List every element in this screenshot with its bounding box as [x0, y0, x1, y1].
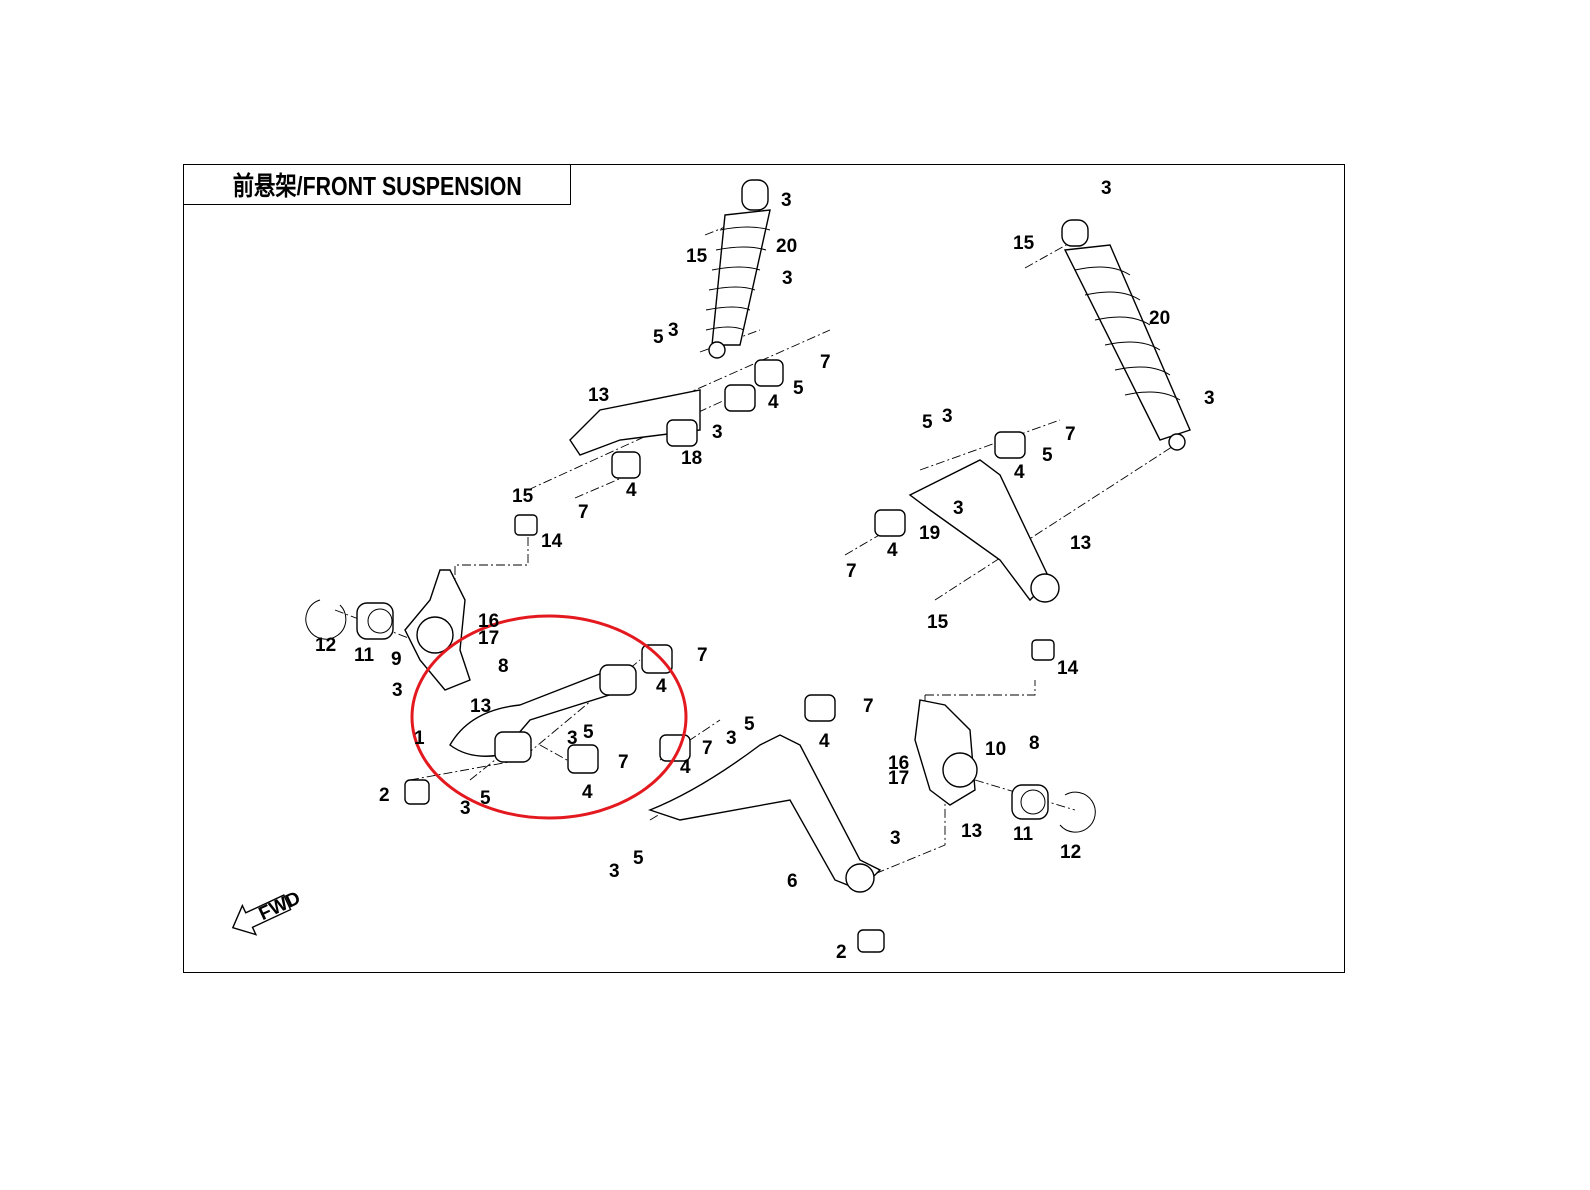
callout-number: 4 — [582, 782, 593, 803]
callout-number: 3 — [726, 728, 737, 749]
callout-number: 12 — [1060, 842, 1081, 863]
callout-number: 15 — [512, 486, 534, 507]
callout-number: 2 — [379, 785, 390, 806]
steering-knuckle-right — [914, 699, 976, 806]
callout-number: 3 — [609, 861, 620, 882]
callout-number: 3 — [712, 422, 723, 443]
callout-number: 10 — [985, 739, 1006, 760]
callout-number: 20 — [1149, 308, 1170, 329]
callout-number: 5 — [653, 327, 664, 348]
callout-number: 7 — [578, 502, 589, 523]
callout-number: 12 — [315, 635, 336, 656]
callout-number: 5 — [480, 788, 491, 809]
callout-number: 3 — [567, 728, 578, 749]
callout-number: 17 — [888, 768, 909, 789]
callout-number: 3 — [392, 680, 403, 701]
callout-number: 5 — [793, 378, 804, 399]
callout-number: 4 — [887, 540, 898, 561]
callout-number: 4 — [680, 757, 691, 778]
title-box: 前悬架/FRONT SUSPENSION — [183, 164, 571, 205]
shock-absorber-right — [1061, 219, 1191, 451]
callout-number: 7 — [846, 561, 857, 582]
wheel-bearing-left — [356, 602, 394, 640]
callout-number: 14 — [1057, 658, 1079, 679]
fwd-arrow: FWD — [231, 888, 304, 936]
callout-number: 15 — [927, 612, 949, 633]
callout-number: 17 — [478, 628, 499, 649]
callout-number: 15 — [686, 246, 708, 267]
callout-number: 7 — [702, 738, 713, 759]
callout-number: 3 — [1204, 388, 1215, 409]
callout-number: 5 — [633, 848, 644, 869]
highlight-circle — [410, 614, 688, 820]
upper-a-arm-left — [569, 389, 701, 456]
bushing-18 — [666, 419, 698, 447]
callout-number: 1 — [414, 728, 425, 749]
callout-number: 16 — [478, 611, 499, 632]
callout-number: 3 — [782, 268, 793, 289]
fwd-label: FWD — [256, 888, 304, 925]
callout-number: 5 — [1042, 445, 1053, 466]
callout-number: 8 — [498, 656, 509, 677]
callout-number: 16 — [888, 753, 909, 774]
callout-number: 11 — [1013, 824, 1034, 845]
callout-number: 9 — [391, 649, 402, 670]
callout-number: 5 — [744, 714, 755, 735]
callout-number: 2 — [836, 942, 847, 963]
callout-number: 3 — [890, 828, 901, 849]
callout-number: 3 — [953, 498, 964, 519]
callout-number: 13 — [588, 385, 609, 406]
callout-number: 11 — [354, 645, 375, 666]
callout-number: 7 — [1065, 424, 1076, 445]
callout-number: 19 — [919, 523, 940, 544]
callout-number: 7 — [820, 352, 831, 373]
ball-joint-14 — [514, 514, 538, 536]
callout-number: 7 — [697, 645, 708, 666]
diagram-frame — [183, 164, 1345, 973]
callout-number: 5 — [922, 412, 933, 433]
callout-number: 15 — [1013, 233, 1035, 254]
callout-number: 14 — [541, 531, 563, 552]
callout-number: 4 — [768, 392, 779, 413]
callout-number: 6 — [787, 871, 798, 892]
callout-number: 7 — [863, 696, 874, 717]
callout-number: 7 — [618, 752, 629, 773]
callout-number: 3 — [1101, 178, 1112, 199]
callout-number: 4 — [819, 731, 830, 752]
callout-number: 3 — [668, 320, 679, 341]
callout-number: 13 — [961, 821, 982, 842]
callout-number: 4 — [626, 480, 637, 501]
callout-number: 3 — [942, 406, 953, 427]
callout-number: 4 — [1014, 462, 1025, 483]
callout-number: 4 — [656, 676, 667, 697]
callout-number: 3 — [781, 190, 792, 211]
callout-number: 8 — [1029, 733, 1040, 754]
parts-drawings — [305, 179, 1191, 953]
diagram-title: 前悬架/FRONT SUSPENSION — [232, 171, 522, 201]
callout-number: 13 — [1070, 533, 1091, 554]
callout-number: 3 — [460, 798, 471, 819]
callout-number: 18 — [681, 448, 702, 469]
callout-number: 20 — [776, 236, 797, 257]
shock-absorber-left — [705, 179, 771, 359]
callout-number: 13 — [470, 696, 491, 717]
callout-number: 5 — [583, 722, 594, 743]
